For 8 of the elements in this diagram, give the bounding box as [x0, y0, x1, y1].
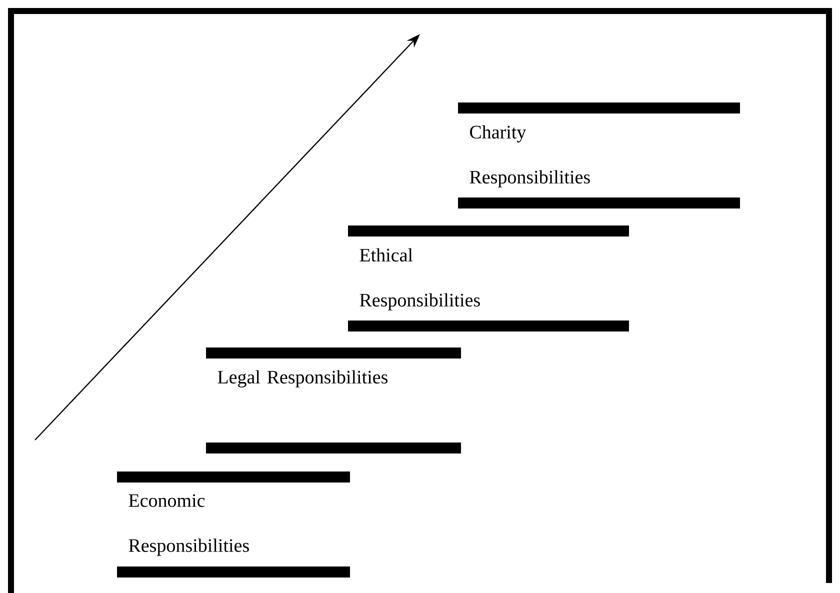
node-label: Economic Responsibilities [128, 494, 249, 556]
node-label: Legal Responsibilities [218, 370, 388, 388]
step-box: Legal Responsibilities [206, 348, 461, 454]
step-box: Economic Responsibilities [117, 472, 350, 578]
node-label: Ethical Responsibilities [360, 248, 480, 310]
step-box: Ethical Responsibilities [348, 226, 629, 332]
step-box: Charity Responsibilities [458, 102, 740, 208]
node-label: Charity Responsibilities [470, 125, 590, 188]
